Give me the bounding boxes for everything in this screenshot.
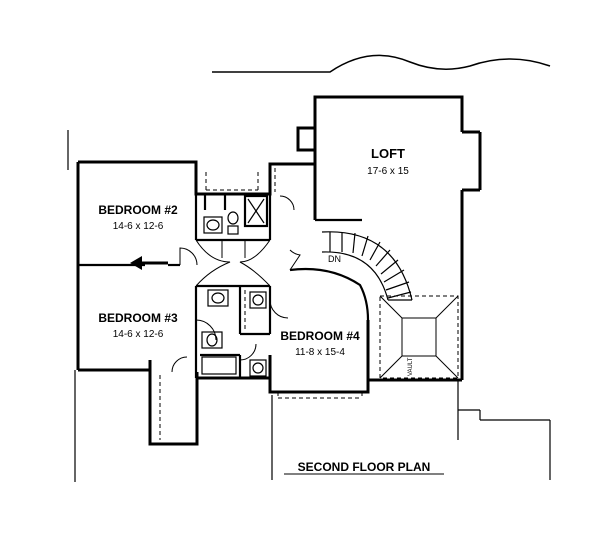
room-size-bedroom-2: 14-6 x 12-6 (113, 221, 164, 232)
interior-walls (78, 162, 370, 378)
room-size-bedroom-4: 11-8 x 15-4 (295, 347, 345, 358)
room-size-bedroom-3: 14-6 x 12-6 (113, 329, 164, 340)
roof-outline (212, 54, 551, 73)
exterior-thin-lines (67, 130, 551, 482)
direction-arrow-icon (130, 256, 168, 270)
plan-title: SECOND FLOOR PLAN (298, 460, 431, 474)
spiral-stair (321, 231, 413, 301)
room-name-bedroom-4: BEDROOM #4 (280, 329, 360, 343)
room-name-bedroom-3: BEDROOM #3 (98, 311, 178, 325)
vault-label: VAULT (408, 357, 414, 376)
room-name-bedroom-2: BEDROOM #2 (98, 203, 178, 217)
dashed-lines (159, 168, 459, 440)
vault-ceiling (379, 295, 459, 379)
exterior-walls (76, 95, 482, 446)
bath-fixtures (201, 198, 267, 377)
stair-label: DN (328, 254, 341, 264)
door-swings (171, 195, 301, 373)
room-size-loft: 17-6 x 15 (367, 166, 409, 177)
room-name-loft: LOFT (371, 146, 405, 161)
